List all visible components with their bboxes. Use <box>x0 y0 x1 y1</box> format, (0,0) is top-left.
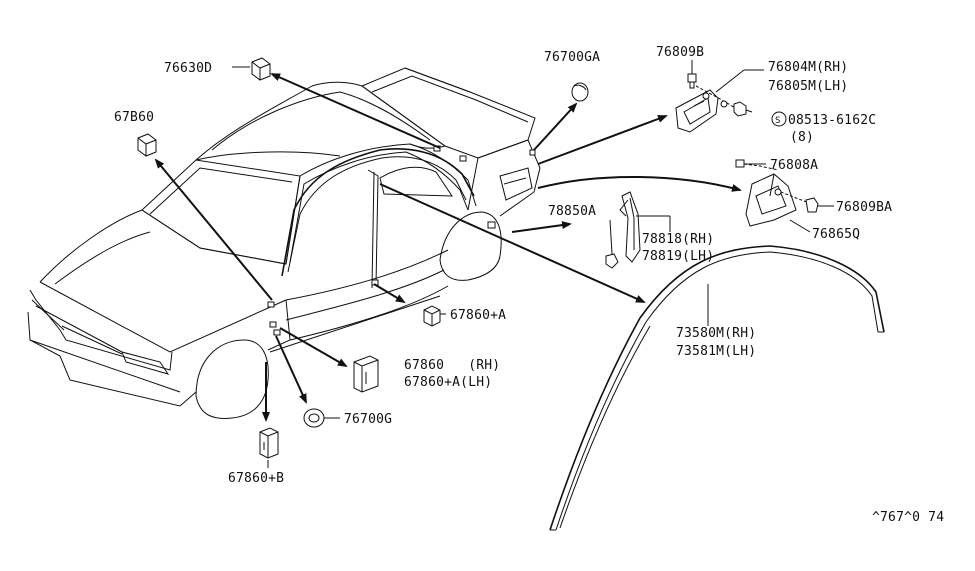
label-67860A-lh: 67860+A(LH) <box>404 375 492 390</box>
label-67860-rh: 67860 (RH) <box>404 358 500 373</box>
label-67860B: 67860+B <box>228 471 284 486</box>
label-76809B: 76809B <box>656 45 704 60</box>
label-76808A: 76808A <box>770 158 818 173</box>
label-08513-qty: (8) <box>790 130 814 145</box>
bolt-08513-icon <box>733 101 753 117</box>
label-76700G: 76700G <box>344 412 392 427</box>
clip-67860-top-icon <box>137 133 157 157</box>
clip-76630D-icon <box>251 57 271 81</box>
label-76809BA: 76809BA <box>836 200 892 215</box>
car-body <box>27 67 541 419</box>
label-67860-top: 67B60 <box>114 110 154 125</box>
bracket-76865Q-icon <box>745 173 813 227</box>
label-73581M: 73581M(LH) <box>676 344 756 359</box>
label-78819: 78819(LH) <box>642 249 714 264</box>
label-76700GA: 76700GA <box>544 50 600 65</box>
clip-78850A-icon <box>605 253 619 269</box>
bracket-76804M-icon <box>675 85 743 133</box>
catalog-reference: ^767^0 74 <box>872 510 944 525</box>
molding-78818-icon <box>619 191 641 263</box>
label-78818: 78818(RH) <box>642 232 714 247</box>
label-76630D: 76630D <box>164 61 212 76</box>
screw-76809B-icon <box>687 73 697 89</box>
roof-molding-part <box>549 245 885 531</box>
grommet-76700G-icon <box>303 408 325 428</box>
clip-67860B-icon <box>259 427 279 459</box>
leader-arrows <box>154 60 834 468</box>
label-78850A: 78850A <box>548 204 596 219</box>
symbol-s-circle <box>771 111 787 127</box>
label-67860A-mid: 67860+A <box>450 308 506 323</box>
grommet-76700GA-icon <box>571 82 589 102</box>
clip-67860A-mid-icon <box>423 305 441 327</box>
label-08513: 08513-6162C <box>788 113 876 128</box>
label-76804M: 76804M(RH) <box>768 60 848 75</box>
label-76805M: 76805M(LH) <box>768 79 848 94</box>
part-labels: 76630D 67B60 76700GA 76809B 76804M(RH) 7… <box>114 45 944 525</box>
clip-67860-block-icon <box>353 355 379 393</box>
label-76865Q: 76865Q <box>812 227 860 242</box>
label-s-symbol: S <box>775 116 781 126</box>
label-73580M: 73580M(RH) <box>676 326 756 341</box>
screw-76809BA-icon <box>805 197 826 213</box>
